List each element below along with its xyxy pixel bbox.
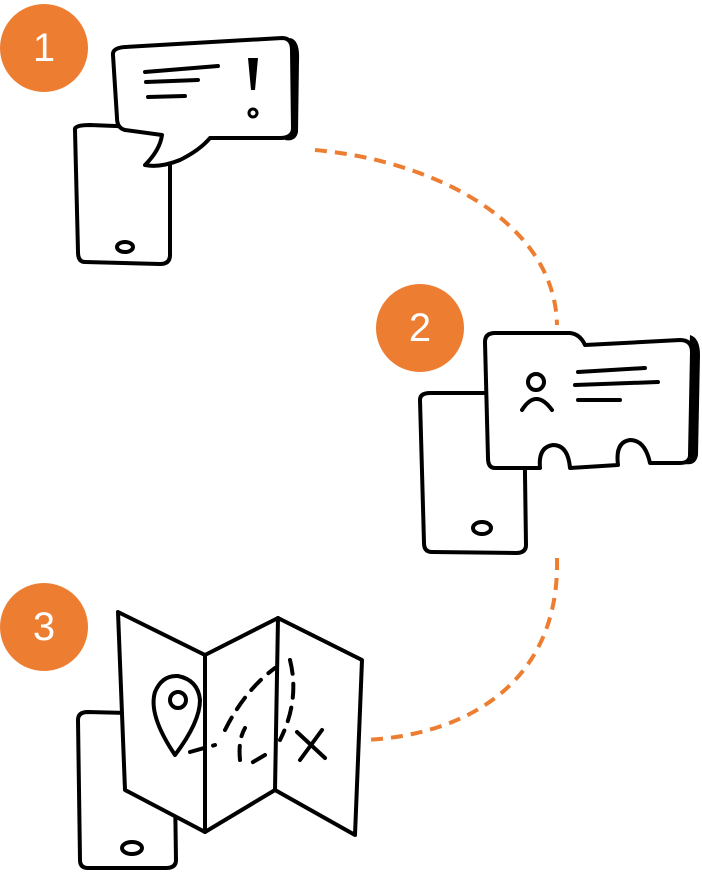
phone-id-card-icon bbox=[418, 331, 700, 555]
phone-map-icon bbox=[76, 610, 364, 870]
step-badge-1: 1 bbox=[0, 4, 88, 92]
step-number: 3 bbox=[32, 604, 56, 649]
step-number: 1 bbox=[32, 25, 56, 70]
step-number: 2 bbox=[408, 305, 432, 350]
phone-alert-message-icon bbox=[72, 36, 300, 266]
step-badge-2: 2 bbox=[376, 284, 464, 372]
connector-2-3 bbox=[364, 557, 560, 742]
step-badge-3: 3 bbox=[0, 583, 88, 671]
connector-1-2 bbox=[314, 148, 559, 326]
